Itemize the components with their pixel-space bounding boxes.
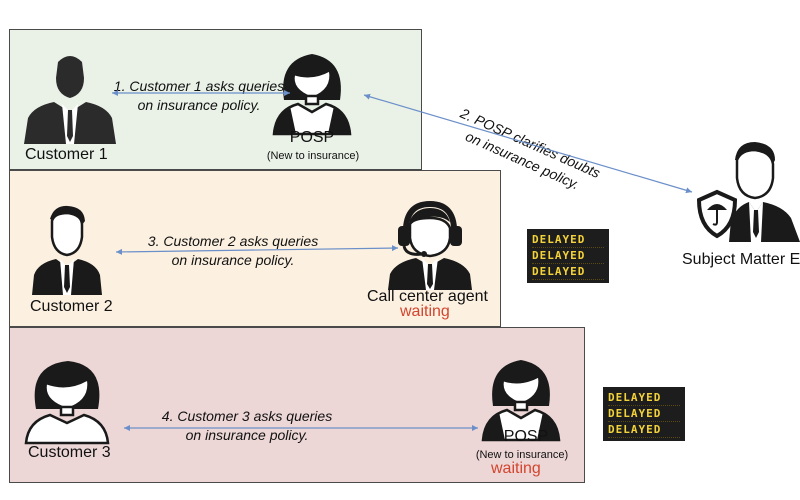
step-1-line-2: on insurance policy. <box>137 97 261 113</box>
customer-1-panel <box>9 29 422 170</box>
call-center-agent-label: Call center agent <box>367 288 488 305</box>
woman-avatar-icon <box>481 360 561 442</box>
agent-waiting-status: waiting <box>400 303 450 320</box>
delayed-board-1-line: DELAYED <box>532 248 604 264</box>
step-4-line-1: 4. Customer 3 asks queries <box>161 408 333 424</box>
step-3-line-2: on insurance policy. <box>171 252 295 268</box>
delayed-board-1-line: DELAYED <box>532 232 604 248</box>
posp-sublabel-3: (New to insurance) <box>475 449 569 461</box>
posp-label-1: POSP <box>289 129 335 146</box>
posp-label-3: POSP <box>503 428 549 445</box>
customer-1-label: Customer 1 <box>25 146 108 163</box>
customer-3-panel <box>9 327 585 483</box>
businessman-avatar-icon <box>32 205 102 295</box>
delayed-board-2-line: DELAYED <box>608 406 680 422</box>
customer-3-label: Customer 3 <box>28 444 111 461</box>
businessman-silhouette-icon <box>24 56 116 144</box>
delayed-board-2-line: DELAYED <box>608 422 680 438</box>
step-3-annotation: 3. Customer 2 asks queries on insurance … <box>138 232 328 270</box>
posp-waiting-status: waiting <box>491 460 541 477</box>
delayed-board-1: DELAYED DELAYED DELAYED <box>527 229 609 283</box>
step-1-annotation: 1. Customer 1 asks queries on insurance … <box>104 77 294 115</box>
subject-matter-expert-label: Subject Matter E <box>682 251 800 268</box>
step-4-line-2: on insurance policy. <box>185 427 309 443</box>
woman-avatar-icon <box>24 361 110 445</box>
customer-2-label: Customer 2 <box>30 298 113 315</box>
posp-sublabel-1: (New to insurance) <box>266 150 360 162</box>
woman-avatar-icon <box>272 54 352 136</box>
delayed-board-2-line: DELAYED <box>608 390 680 406</box>
step-3-line-1: 3. Customer 2 asks queries <box>147 233 319 249</box>
delayed-board-1-line: DELAYED <box>532 264 604 280</box>
delayed-board-2: DELAYED DELAYED DELAYED <box>603 387 685 441</box>
step-4-annotation: 4. Customer 3 asks queries on insurance … <box>152 407 342 445</box>
insurance-expert-shield-icon <box>696 142 800 242</box>
step-1-line-1: 1. Customer 1 asks queries <box>113 78 285 94</box>
headset-agent-icon <box>388 200 472 290</box>
